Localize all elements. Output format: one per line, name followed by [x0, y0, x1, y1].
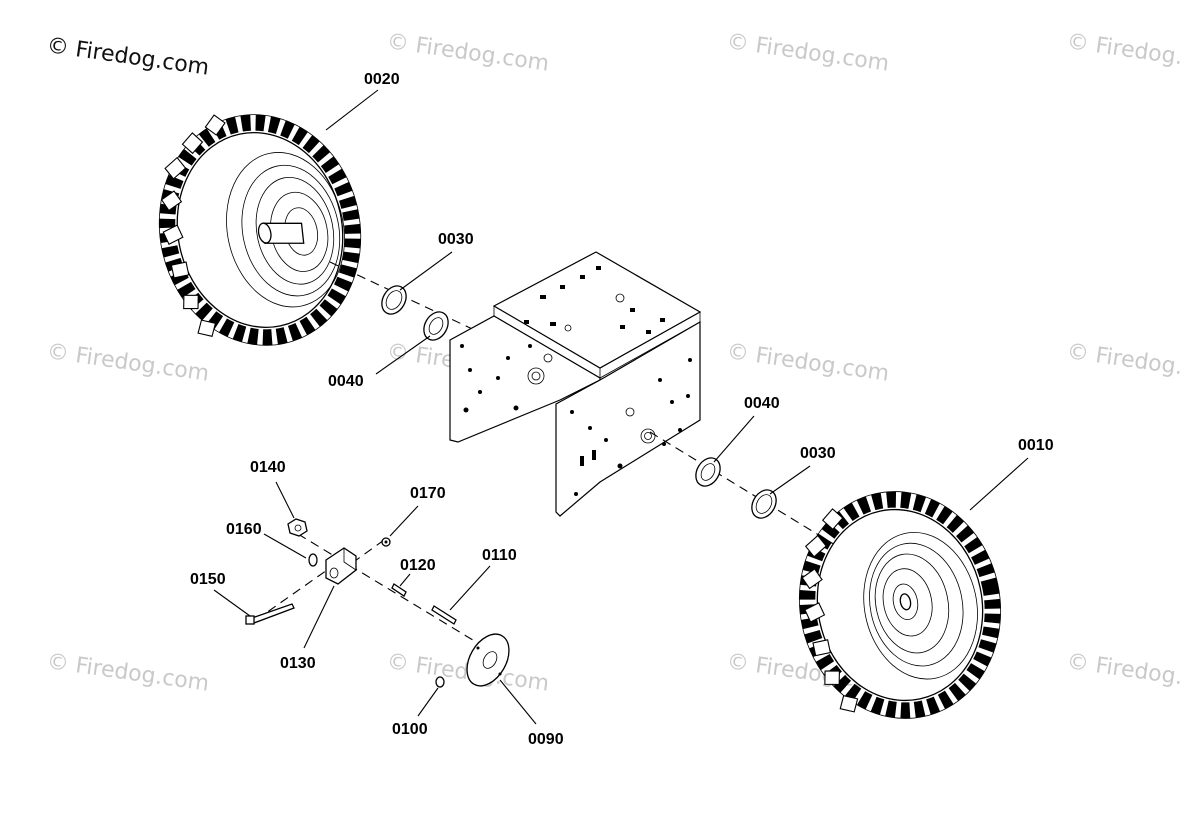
callout-0100: 0100 [392, 721, 428, 738]
callout-0140: 0140 [250, 459, 286, 476]
watermark-faint-7: © Firedog.com [1065, 339, 1180, 387]
watermark-faint-6: © Firedog.com [725, 339, 891, 387]
callout-0090: 0090 [528, 731, 564, 748]
callout-0130: 0130 [280, 655, 316, 672]
pin-0110 [431, 605, 457, 625]
washer-right [695, 457, 721, 487]
callout-0110: 0110 [482, 547, 517, 564]
leader-lines [213, 89, 1029, 725]
callout-0030-left: 0030 [438, 231, 474, 248]
callout-0040-right: 0040 [744, 395, 780, 412]
watermark-faint-3: © Firedog.com [1065, 29, 1180, 77]
watermark-main: © Firedog.com [45, 33, 211, 81]
callout-0010: 0010 [1018, 437, 1054, 454]
pin-0100 [435, 676, 445, 688]
watermark-faint-2: © Firedog.com [725, 29, 891, 77]
nut-0170 [381, 537, 391, 547]
washer-0160 [308, 553, 318, 567]
axis-line-small-1 [297, 533, 487, 649]
bolt-0150 [245, 603, 295, 625]
watermark-faint-1: © Firedog.com [385, 29, 551, 77]
wheel-left [158, 114, 362, 346]
washer-left [423, 311, 449, 341]
axis-line-small-2 [255, 567, 331, 621]
watermark-faint-4: © Firedog.com [45, 339, 211, 387]
callout-0040-left: 0040 [328, 373, 364, 390]
callout-0170: 0170 [410, 485, 446, 502]
callout-0160: 0160 [226, 521, 262, 538]
bracket-0130 [325, 547, 357, 585]
wheel-right [798, 491, 1002, 719]
frame-housing [449, 251, 702, 517]
pin-0120 [391, 583, 407, 597]
callout-0150: 0150 [190, 571, 226, 588]
callout-0020: 0020 [364, 71, 400, 88]
snap-ring-left [381, 285, 407, 315]
callout-0120: 0120 [400, 557, 436, 574]
snap-ring-right [751, 489, 777, 519]
watermark-faint-8: © Firedog.com [45, 649, 211, 697]
nut-0140 [287, 518, 308, 537]
callout-0030-right: 0030 [800, 445, 836, 462]
axis-line-right [649, 431, 841, 549]
flange-0090 [466, 633, 510, 687]
watermark-faint-11: © Firedog.com [1065, 649, 1180, 697]
